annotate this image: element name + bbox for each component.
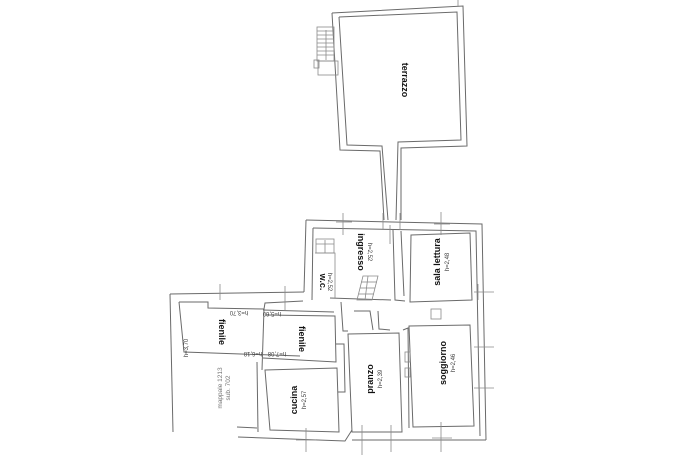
- svg-text:sub. 702: sub. 702: [225, 375, 232, 400]
- svg-text:h=7,08: h=7,08: [267, 350, 286, 356]
- height-bottom-1: h=6,18: [243, 350, 262, 356]
- svg-text:h=2,52: h=2,52: [326, 273, 332, 292]
- svg-text:h=2,48: h=2,48: [445, 252, 451, 271]
- svg-text:h=5,60: h=5,60: [262, 310, 281, 316]
- height-left-side: h=3,70: [184, 338, 190, 357]
- cadastral-annotation: mappale 1213 sub. 702: [217, 367, 232, 409]
- room-label-soggiorno: soggiorno h=2,46: [438, 341, 457, 385]
- svg-text:terrazzo: terrazzo: [400, 63, 410, 98]
- room-label-fienile-1: fienile: [217, 319, 227, 345]
- svg-text:h=2,52: h=2,52: [366, 243, 372, 262]
- room-label-wc: w.c. h=2,52: [318, 273, 332, 292]
- room-label-ingresso: ingresso h=2,52: [356, 233, 372, 271]
- terrazzo-walls: [331, 0, 468, 221]
- svg-text:h=2,39: h=2,39: [378, 369, 384, 388]
- svg-text:soggiorno: soggiorno: [438, 341, 448, 385]
- room-label-fienile-2: fienile: [297, 326, 307, 352]
- room-label-terrazzo: terrazzo: [400, 63, 410, 98]
- room-label-cucina: cucina h=2,57: [289, 385, 308, 415]
- svg-text:mappale 1213: mappale 1213: [217, 367, 224, 409]
- svg-text:h=2,57: h=2,57: [302, 390, 308, 409]
- svg-text:fienile: fienile: [297, 326, 307, 352]
- svg-text:fienile: fienile: [217, 319, 227, 345]
- ingresso-staircase: [356, 275, 379, 301]
- height-top-2: h=5,60: [262, 310, 281, 316]
- svg-text:w.c.: w.c.: [318, 273, 328, 291]
- height-top-1: h=3,70: [229, 309, 248, 315]
- svg-text:h=2,46: h=2,46: [451, 353, 457, 372]
- building-walls: [169, 219, 487, 442]
- terrazzo-staircase: [313, 26, 339, 76]
- svg-text:cucina: cucina: [289, 385, 299, 415]
- svg-text:h=3,70: h=3,70: [229, 309, 248, 315]
- room-label-pranzo: pranzo h=2,39: [365, 364, 384, 394]
- svg-text:h=3,70: h=3,70: [184, 338, 190, 357]
- height-bottom-2: h=7,08: [267, 350, 286, 356]
- svg-text:ingresso: ingresso: [356, 233, 366, 271]
- svg-text:h=6,18: h=6,18: [243, 350, 262, 356]
- room-label-sala-lettura: sala lettura h=2,48: [432, 237, 451, 286]
- svg-text:sala lettura: sala lettura: [432, 237, 442, 286]
- svg-text:pranzo: pranzo: [365, 364, 375, 394]
- window-marks: [219, 212, 494, 455]
